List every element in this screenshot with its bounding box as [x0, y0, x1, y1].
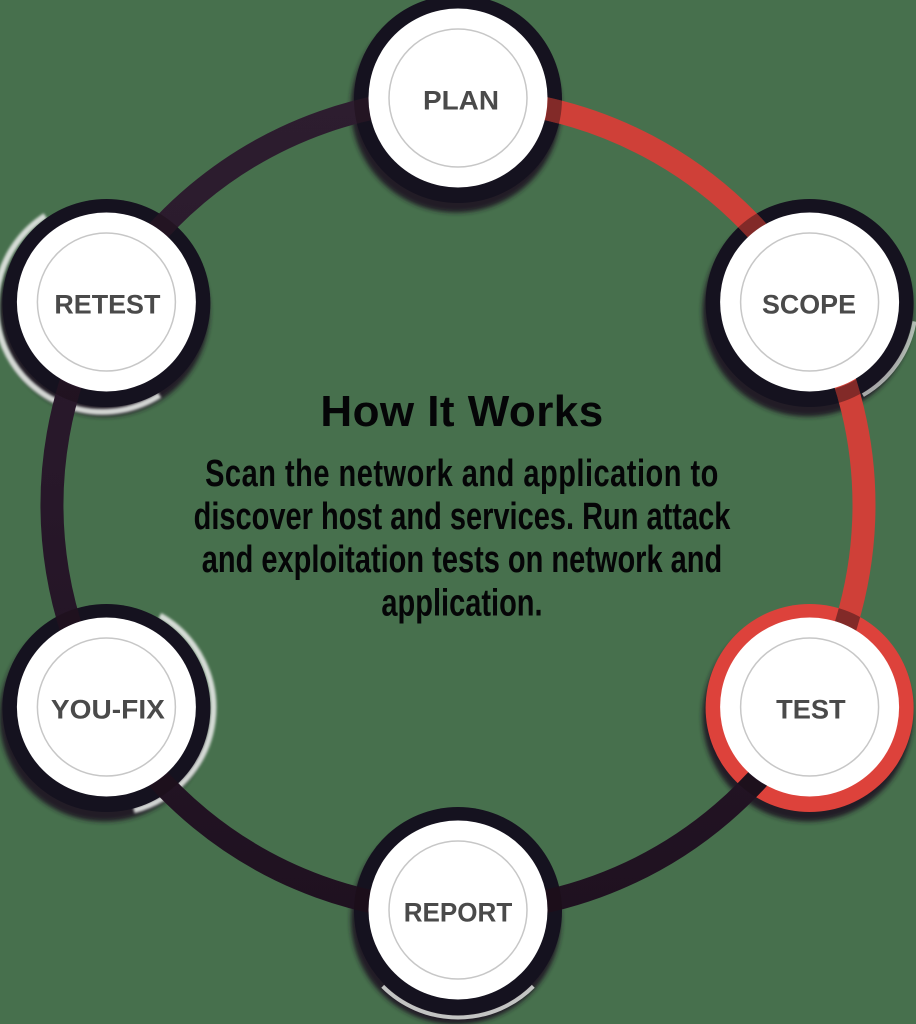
svg-text:SCOPE: SCOPE — [762, 289, 856, 320]
svg-text:TEST: TEST — [776, 694, 846, 725]
svg-text:PLAN: PLAN — [423, 85, 499, 116]
svg-text:YOU-FIX: YOU-FIX — [51, 694, 165, 725]
svg-text:RETEST: RETEST — [54, 289, 160, 320]
svg-text:REPORT: REPORT — [404, 897, 513, 928]
